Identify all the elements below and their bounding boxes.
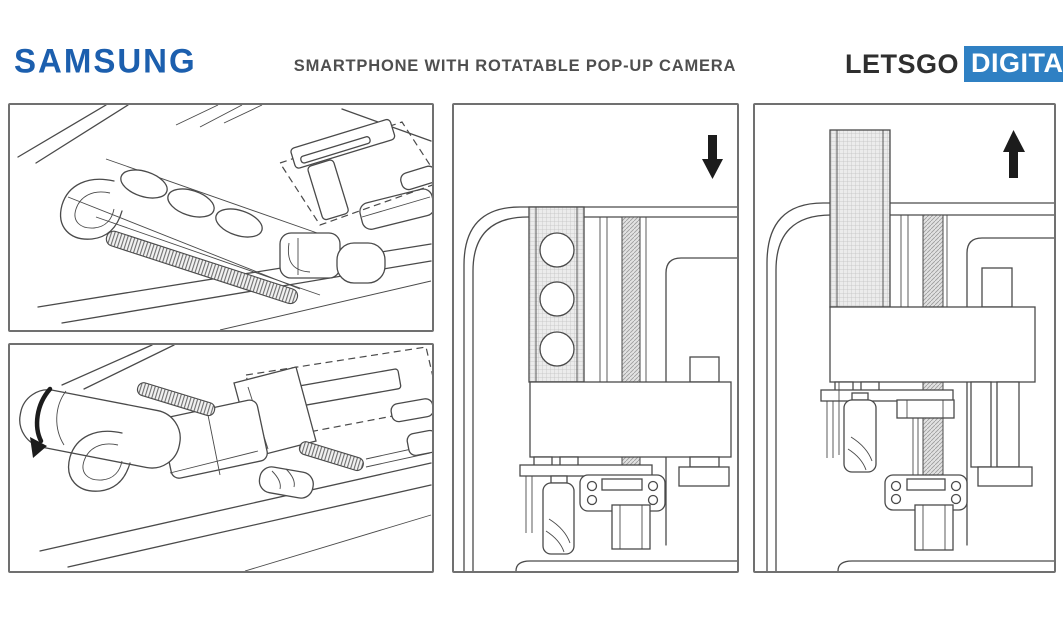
perspective-rotated-drawing: [19, 345, 432, 571]
mounting-plate: [579, 474, 666, 512]
coil-spring-right: [298, 429, 432, 472]
front-extended-drawing: [766, 129, 1054, 571]
figure-front-extended: [753, 103, 1056, 573]
down-arrow-icon: [702, 135, 723, 179]
lens-2: [539, 281, 575, 317]
screw-nut: [896, 399, 955, 475]
camera-module: [279, 232, 386, 284]
rotation-arrow-icon: [30, 386, 53, 458]
up-arrow-icon: [1003, 130, 1025, 178]
drive-motor: [611, 504, 651, 550]
worm-gear: [838, 382, 877, 473]
lens-1: [539, 232, 575, 268]
corner-hook: [60, 178, 123, 240]
pop-up-camera-cylinder: [19, 389, 181, 469]
bracket-bar: [820, 389, 954, 458]
coil-spring-left: [136, 382, 216, 417]
page-title: SMARTPHONE WITH ROTATABLE POP-UP CAMERA: [293, 57, 737, 75]
figure-front-retracted: [452, 103, 739, 573]
camera-strip-extended: [829, 129, 891, 308]
guide-rails: [900, 215, 948, 307]
drive-motor: [914, 504, 954, 551]
lens-3: [539, 331, 575, 367]
letsgodigital-logo: LETSGO DIGITAL: [845, 46, 1063, 82]
samsung-logo: SAMSUNG: [14, 41, 197, 80]
phone-frame: [766, 202, 1054, 571]
digital-badge: DIGITAL: [964, 46, 1063, 82]
coil-spring: [105, 230, 299, 305]
carriage-block: [529, 356, 732, 468]
carriage-block: [829, 267, 1036, 392]
figure-perspective-rotated: [8, 343, 434, 573]
guide-holes: [120, 169, 263, 238]
support-foot: [977, 466, 1033, 487]
figure-perspective-retracted: [8, 103, 434, 332]
perspective-retracted-drawing: [17, 105, 432, 330]
worm-gear: [542, 475, 575, 555]
mounting-plate: [884, 474, 968, 511]
worm-gear: [258, 466, 314, 499]
guide-rails-right: [970, 381, 1020, 468]
camera-bracket: [290, 118, 432, 221]
corner-hook: [68, 430, 131, 492]
support-foot: [678, 466, 730, 487]
phone-frame: [463, 206, 737, 571]
letsgo-text: LETSGO: [845, 48, 960, 79]
phone-housing: [39, 345, 432, 571]
guide-rails: [599, 217, 647, 382]
front-retracted-drawing: [463, 135, 737, 571]
camera-strip-with-lenses: [528, 206, 585, 383]
drive-block: [359, 188, 432, 230]
dashed-install-outline: [245, 346, 432, 442]
